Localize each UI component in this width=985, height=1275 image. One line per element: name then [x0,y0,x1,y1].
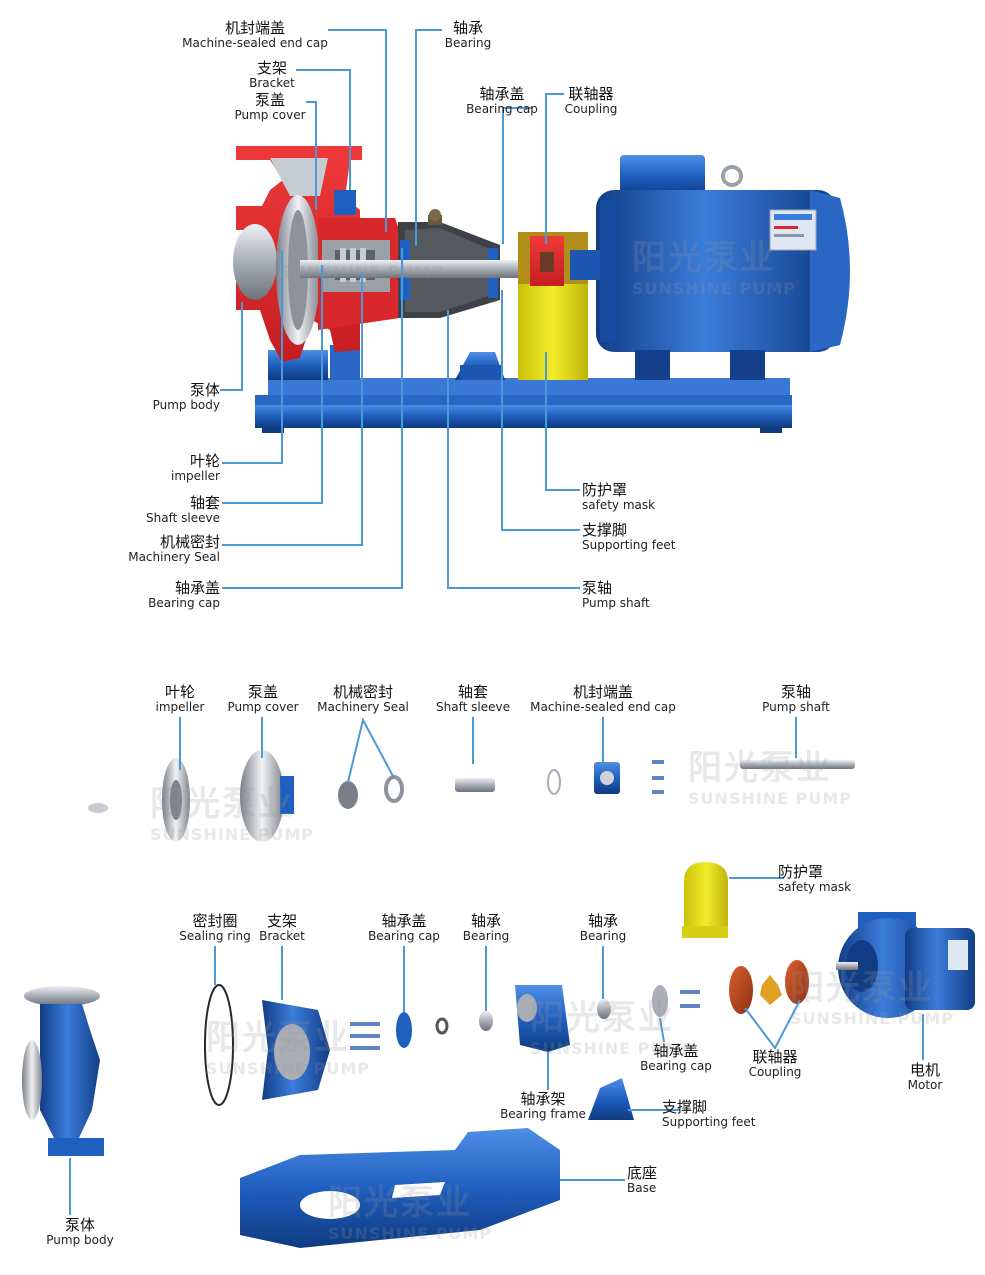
assembly-motor [570,155,850,380]
assembly-supporting-feet [455,352,505,380]
assembly-pump-foot [268,345,360,380]
assembly-base [255,378,792,433]
leader-lines [69,29,924,1215]
exploded-row1-parts [88,750,855,842]
watermark: SUNSHINE PUMP [280,262,445,281]
exploded-row2-parts [22,862,975,1248]
